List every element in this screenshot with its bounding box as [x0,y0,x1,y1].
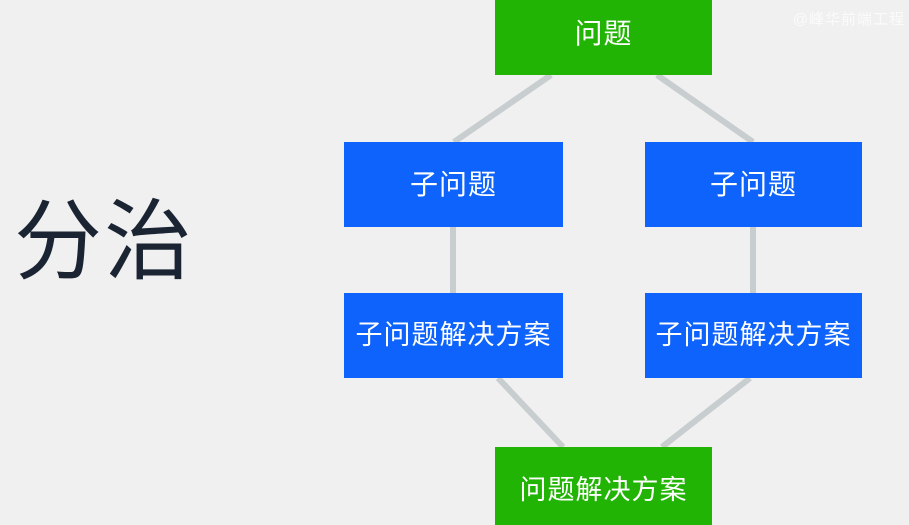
node-sub-right-label: 子问题 [709,168,797,200]
node-sol-right-label: 子问题解决方案 [655,320,852,350]
node-final-label: 问题解决方案 [519,474,688,505]
node-final[interactable]: 问题解决方案 [495,447,712,525]
edge-sol-left-to-final [495,375,566,450]
node-root[interactable]: 问题 [495,0,712,75]
node-sol-right[interactable]: 子问题解决方案 [645,293,862,378]
edge-root-to-sub-right [655,72,755,145]
node-sol-left[interactable]: 子问题解决方案 [344,293,563,378]
page-title: 分治 [14,192,195,291]
watermark-text: @峰华前端工程 [792,11,905,28]
node-sub-right[interactable]: 子问题 [645,142,862,227]
node-sol-left-label: 子问题解决方案 [355,320,552,350]
node-sub-left-label: 子问题 [409,168,497,200]
node-sub-left[interactable]: 子问题 [344,142,563,227]
edge-root-to-sub-left [452,72,553,145]
edge-sol-right-to-final [660,375,752,450]
node-root-label: 问题 [574,17,633,49]
